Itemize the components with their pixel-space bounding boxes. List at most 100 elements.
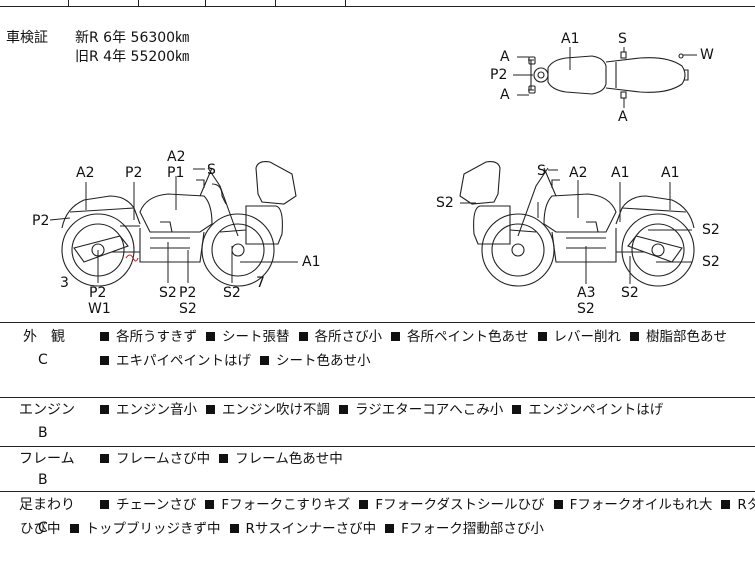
part-label: A3 xyxy=(577,285,596,301)
motorcycle-diagram xyxy=(49,47,697,287)
header-cell-divider xyxy=(138,0,139,6)
finding-item: Fフォークこすりキズ xyxy=(221,497,351,513)
bullet-square-icon xyxy=(537,332,547,341)
right-side-leaders xyxy=(460,169,692,284)
finding-item: Rタイヤ xyxy=(737,497,755,513)
finding-item: フレーム色あせ中 xyxy=(235,451,343,467)
part-label: P2 xyxy=(32,213,50,229)
section-name-frame: フレーム xyxy=(19,451,75,467)
section-line: フレームさび中 フレーム色あせ中 xyxy=(100,447,352,471)
part-label: A2 xyxy=(76,165,95,181)
registration-old: 旧R 4年 55200㎞ xyxy=(75,49,190,65)
finding-item: エキパイペイントはげ xyxy=(116,353,251,369)
bullet-square-icon xyxy=(100,332,109,341)
finding-item: エンジン音小 xyxy=(116,402,197,418)
section-items-suspension: チェーンさび Fフォークこすりキズ Fフォークダストシールひび Fフォークオイルもれ大… xyxy=(20,493,755,541)
bullet-square-icon xyxy=(69,524,79,533)
section-items-exterior: 各所うすきずシート張替各所さび小各所ペイント色あせレバー削れ樹脂部色あせエキパイ… xyxy=(100,325,736,373)
header-row-bottom-border xyxy=(0,6,755,7)
registration-label: 車検証 xyxy=(6,30,48,46)
section-name-exterior: 外 観 xyxy=(23,329,65,345)
registration-new: 新R 6年 56300㎞ xyxy=(75,30,190,46)
part-label: P2 xyxy=(179,285,197,301)
top-view-leaders xyxy=(513,47,697,108)
bullet-square-icon xyxy=(339,405,348,414)
finding-item: トップブリッジきず中 xyxy=(85,521,221,537)
bullet-square-icon xyxy=(100,454,109,463)
row-divider xyxy=(0,397,755,398)
row-divider xyxy=(0,446,755,447)
left-side-bike xyxy=(61,161,297,287)
bullet-square-icon xyxy=(298,332,308,341)
section-grade-frame: B xyxy=(38,472,48,488)
header-cell-divider xyxy=(345,0,346,6)
header-cell-divider xyxy=(68,0,69,6)
section-items-frame: フレームさび中 フレーム色あせ中 xyxy=(100,447,352,471)
table-top-border xyxy=(0,322,755,323)
finding-item: シート張替 xyxy=(222,329,290,345)
section-name-suspension: 足まわり xyxy=(19,497,75,513)
finding-item: ひび中 xyxy=(20,521,61,537)
finding-item: 各所ペイント色あせ xyxy=(407,329,529,345)
section-grade-engine: B xyxy=(38,425,48,441)
part-label: A xyxy=(500,87,510,103)
finding-item: エンジンペイントはげ xyxy=(528,402,664,418)
bullet-square-icon xyxy=(206,332,215,341)
part-label: S2 xyxy=(223,285,241,301)
part-label: P2 xyxy=(89,285,107,301)
part-label: P2 xyxy=(125,165,143,181)
finding-item: フレームさび中 xyxy=(116,451,211,467)
part-label: S2 xyxy=(436,195,454,211)
section-line: 各所うすきずシート張替各所さび小各所ペイント色あせレバー削れ樹脂部色あせ xyxy=(100,325,736,349)
part-label: A xyxy=(618,109,628,125)
finding-item: エンジン吹け不調 xyxy=(222,402,330,418)
part-label: A1 xyxy=(302,254,321,270)
part-label: A2 xyxy=(569,165,588,181)
finding-item: 樹脂部色あせ xyxy=(646,329,727,345)
bullet-square-icon xyxy=(359,500,369,509)
row-divider xyxy=(0,491,755,492)
part-label: S xyxy=(618,31,627,47)
part-label: A1 xyxy=(611,165,630,181)
part-label: P2 xyxy=(490,67,508,83)
bullet-square-icon xyxy=(721,500,731,509)
bullet-square-icon xyxy=(260,356,269,365)
part-label: S xyxy=(207,162,216,178)
bullet-square-icon xyxy=(512,405,522,414)
part-label: S2 xyxy=(702,222,720,238)
header-cell-divider xyxy=(275,0,276,6)
finding-item: シート色あせ小 xyxy=(276,353,371,369)
part-label: W1 xyxy=(88,301,111,317)
bullet-square-icon xyxy=(630,332,639,341)
finding-item: Fフォークオイルもれ大 xyxy=(569,497,713,513)
bullet-square-icon xyxy=(219,454,229,463)
part-label: S2 xyxy=(702,254,720,270)
section-line: エンジン音小エンジン吹け不調ラジエターコアへこみ小エンジンペイントはげ xyxy=(100,398,672,422)
section-line: チェーンさび Fフォークこすりキズ Fフォークダストシールひび Fフォークオイルもれ大… xyxy=(100,493,755,517)
finding-item: Fフォークダストシールひび xyxy=(375,497,545,513)
bullet-square-icon xyxy=(205,500,215,509)
section-grade-exterior: C xyxy=(38,352,48,368)
part-label: P1 xyxy=(167,165,185,181)
section-items-engine: エンジン音小エンジン吹け不調ラジエターコアへこみ小エンジンペイントはげ xyxy=(100,398,672,422)
section-line: エキパイペイントはげ シート色あせ小 xyxy=(100,349,736,373)
top-view-bike xyxy=(528,51,689,99)
part-label: S xyxy=(537,163,546,179)
finding-item: チェーンさび xyxy=(116,497,197,513)
finding-item: Rサスインナーさび中 xyxy=(245,521,377,537)
bullet-square-icon xyxy=(100,356,109,365)
part-label: S2 xyxy=(179,301,197,317)
part-label: A xyxy=(500,49,510,65)
part-label: S2 xyxy=(159,285,177,301)
bullet-square-icon xyxy=(100,500,109,509)
part-label: S2 xyxy=(577,301,595,317)
part-label: 3 xyxy=(60,275,69,291)
part-label: A2 xyxy=(167,149,186,165)
bullet-square-icon xyxy=(553,500,563,509)
bullet-square-icon xyxy=(206,405,215,414)
header-cell-divider xyxy=(205,0,206,6)
section-name-engine: エンジン xyxy=(19,402,75,418)
part-label: 7 xyxy=(256,275,265,291)
